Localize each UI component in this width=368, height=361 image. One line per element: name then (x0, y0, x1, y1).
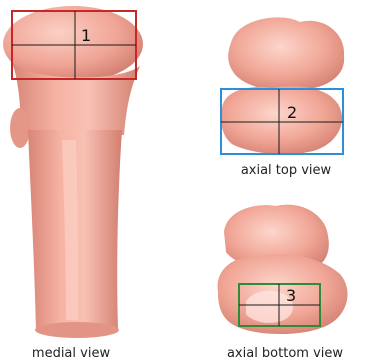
label-medial-view: medial view (32, 346, 111, 361)
medial-view-bone (3, 6, 143, 338)
distal-end (35, 322, 119, 338)
tuberosity (10, 108, 30, 148)
axial-top-view-bone (221, 17, 344, 154)
label-axial-bottom-view: axial bottom view (227, 346, 343, 361)
region-box-3-number: 3 (286, 286, 296, 305)
axial-top-lower-lobe (221, 86, 342, 154)
axial-top-upper-lobe (228, 17, 344, 91)
region-box-1-number: 1 (81, 26, 91, 45)
label-axial-top-view: axial top view (241, 163, 332, 178)
axial-bottom-view-bone (218, 205, 348, 334)
region-box-2-number: 2 (287, 103, 297, 122)
